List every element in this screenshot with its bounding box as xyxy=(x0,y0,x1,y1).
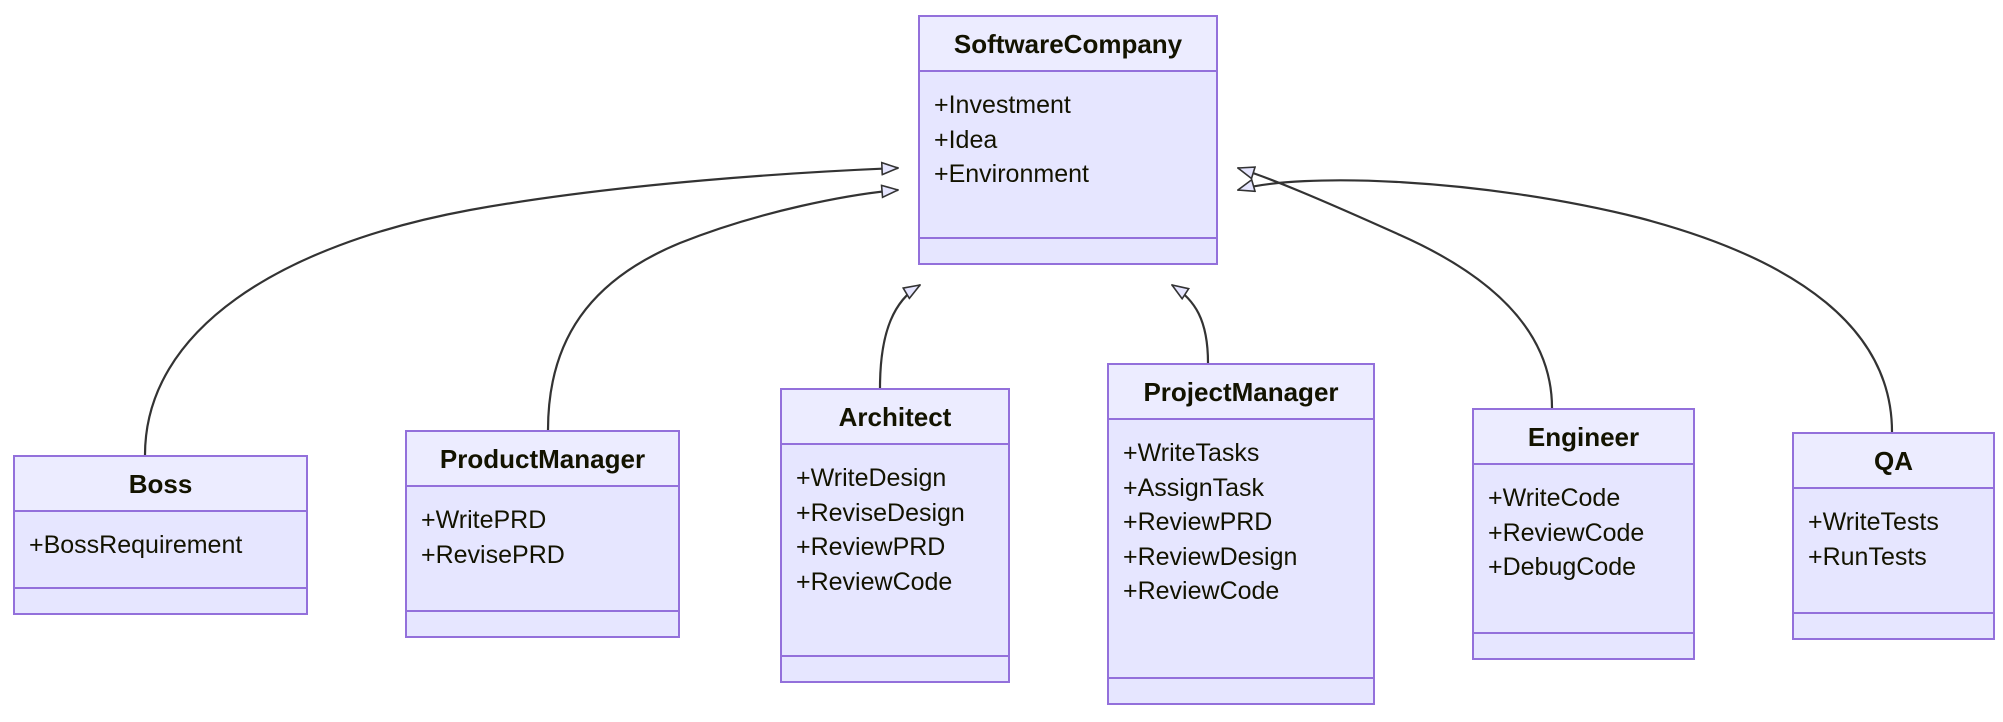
class-attribute: +Idea xyxy=(934,125,998,154)
class-attribute: +RevisePRD xyxy=(421,540,565,569)
uml-class-softwarecompany[interactable]: SoftwareCompany +Investment +Idea +Envir… xyxy=(918,15,1218,265)
class-attribute: +ReviewCode xyxy=(1488,518,1645,547)
class-attributes-engineer: +WriteCode +ReviewCode +DebugCode xyxy=(1474,465,1693,634)
class-attribute: +ReviseDesign xyxy=(796,498,965,527)
class-attribute: +Environment xyxy=(934,160,1089,188)
class-attribute: +RunTests xyxy=(1808,542,1927,571)
class-methods-softwarecompany xyxy=(920,239,1216,263)
class-title-softwarecompany: SoftwareCompany xyxy=(920,17,1216,72)
class-attribute: +ReviewPRD xyxy=(1123,508,1273,536)
class-attribute: +WritePRD xyxy=(421,506,547,534)
class-attribute: +BossRequirement xyxy=(29,531,243,559)
class-attribute: +WriteTests xyxy=(1808,508,1939,536)
class-attribute: +WriteTasks xyxy=(1123,439,1260,467)
class-attributes-architect: +WriteDesign +ReviseDesign +ReviewPRD +R… xyxy=(782,445,1008,657)
class-methods-architect xyxy=(782,657,1008,681)
class-attribute: +Investment xyxy=(934,91,1071,119)
class-methods-qa xyxy=(1794,614,1993,638)
class-attributes-productmanager: +WritePRD +RevisePRD xyxy=(407,487,678,612)
edge-architect xyxy=(878,285,920,389)
class-attribute: +AssignTask xyxy=(1123,473,1265,502)
uml-class-productmanager[interactable]: ProductManager +WritePRD +RevisePRD xyxy=(405,430,680,638)
class-title-engineer: Engineer xyxy=(1474,410,1693,465)
class-attributes-softwarecompany: +Investment +Idea +Environment xyxy=(920,72,1216,239)
class-attribute: +ReviewCode xyxy=(796,567,953,596)
class-methods-engineer xyxy=(1474,634,1693,658)
uml-class-projectmanager[interactable]: ProjectManager +WriteTasks +AssignTask +… xyxy=(1107,363,1375,705)
class-methods-boss xyxy=(15,589,306,613)
class-title-productmanager: ProductManager xyxy=(407,432,678,487)
class-attributes-qa: +WriteTests +RunTests xyxy=(1794,489,1993,614)
class-attributes-projectmanager: +WriteTasks +AssignTask +ReviewPRD +Revi… xyxy=(1109,420,1373,679)
class-attribute: +DebugCode xyxy=(1488,553,1637,581)
uml-class-engineer[interactable]: Engineer +WriteCode +ReviewCode +DebugCo… xyxy=(1472,408,1695,660)
class-attribute: +WriteCode xyxy=(1488,484,1621,512)
edge-projectmanager xyxy=(1172,285,1210,364)
class-title-architect: Architect xyxy=(782,390,1008,445)
class-methods-productmanager xyxy=(407,612,678,636)
class-attribute: +ReviewDesign xyxy=(1123,542,1298,571)
class-attributes-boss: +BossRequirement xyxy=(15,512,306,589)
class-methods-projectmanager xyxy=(1109,679,1373,703)
class-title-projectmanager: ProjectManager xyxy=(1109,365,1373,420)
class-title-qa: QA xyxy=(1794,434,1993,489)
class-attribute: +ReviewCode xyxy=(1123,577,1280,605)
class-attribute: +WriteDesign xyxy=(796,464,947,492)
uml-class-architect[interactable]: Architect +WriteDesign +ReviseDesign +Re… xyxy=(780,388,1010,683)
class-title-boss: Boss xyxy=(15,457,306,512)
class-attribute: +ReviewPRD xyxy=(796,533,946,561)
uml-class-qa[interactable]: QA +WriteTests +RunTests xyxy=(1792,432,1995,640)
uml-class-boss[interactable]: Boss +BossRequirement xyxy=(13,455,308,615)
